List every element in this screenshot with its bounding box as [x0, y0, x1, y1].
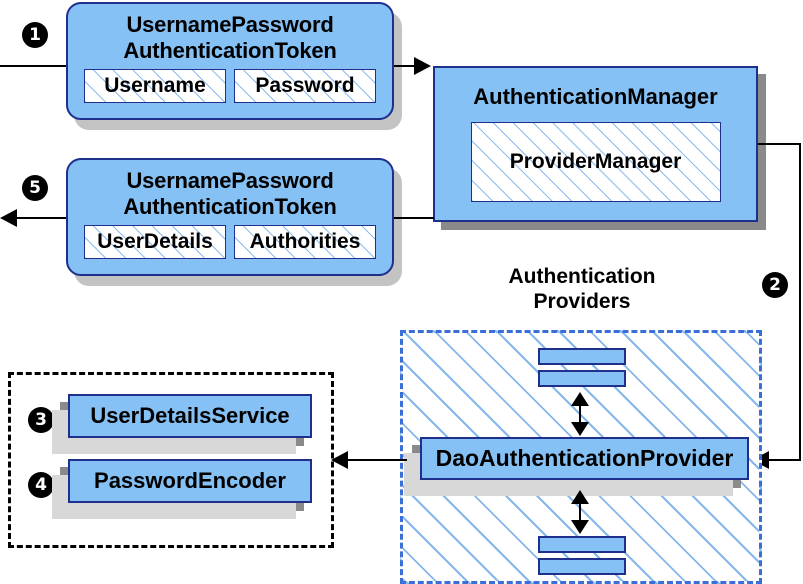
password-encoder-box[interactable]: PasswordEncoder — [68, 459, 312, 503]
response-token-title-line1: UsernamePassword — [126, 168, 334, 193]
authentication-manager-title: AuthenticationManager — [473, 84, 718, 109]
response-token-fields: UserDetails Authorities — [84, 225, 376, 259]
dao-authentication-provider-label: DaoAuthenticationProvider — [435, 445, 734, 471]
provider-link-bottom-line — [579, 498, 581, 524]
response-token-title-line2: AuthenticationToken — [123, 194, 337, 219]
step-badge-5: 5 — [22, 175, 48, 201]
manager-to-response-token-line — [394, 217, 434, 219]
dao-authentication-provider-box[interactable]: DaoAuthenticationProvider — [420, 437, 749, 480]
request-token-title-line2: AuthenticationToken — [123, 38, 337, 63]
provider-to-services-line — [347, 459, 407, 461]
request-token-fields: Username Password — [84, 69, 376, 103]
field-authorities: Authorities — [234, 225, 376, 259]
user-details-service-label: UserDetailsService — [90, 403, 290, 428]
provider-manager-box: ProviderManager — [470, 122, 721, 202]
authentication-providers-heading-line1: Authentication — [508, 265, 656, 288]
field-user-details: UserDetails — [84, 225, 226, 259]
manager-to-provider-line-vertical — [799, 143, 801, 460]
field-password: Password — [234, 69, 376, 103]
authentication-manager-box[interactable]: AuthenticationManager ProviderManager — [433, 66, 758, 222]
response-token-title: UsernamePassword AuthenticationToken — [123, 160, 337, 220]
token-to-manager-arrowhead — [414, 57, 431, 75]
manager-to-provider-line-bottom — [766, 459, 801, 461]
step-badge-2: 2 — [762, 272, 788, 298]
response-token-out-arrowhead — [0, 209, 17, 227]
response-token-box[interactable]: UsernamePassword AuthenticationToken Use… — [66, 158, 394, 276]
provider-bar-top-2 — [538, 370, 626, 387]
provider-to-services-arrowhead — [331, 451, 348, 469]
response-token-out-line — [17, 217, 73, 219]
authentication-providers-heading-line2: Providers — [533, 290, 631, 313]
provider-link-top-line — [579, 400, 581, 426]
token-to-manager-line — [394, 65, 420, 67]
provider-bar-top-1 — [538, 348, 626, 365]
step-badge-1: 1 — [22, 22, 48, 48]
provider-bar-bottom-2 — [538, 558, 626, 575]
request-token-title-line1: UsernamePassword — [126, 12, 334, 37]
manager-to-provider-line-top — [758, 143, 801, 145]
step-badge-3: 3 — [28, 407, 54, 433]
step-badge-4: 4 — [28, 472, 54, 498]
authentication-providers-heading: Authentication Providers — [432, 264, 732, 314]
provider-link-top-arrow-up — [571, 392, 589, 406]
request-token-title: UsernamePassword AuthenticationToken — [123, 4, 337, 64]
support-services-container — [8, 372, 334, 548]
field-username: Username — [84, 69, 226, 103]
provider-link-top-arrow-down — [571, 422, 589, 436]
incoming-request-line — [0, 65, 70, 67]
request-token-box[interactable]: UsernamePassword AuthenticationToken Use… — [66, 2, 394, 120]
provider-link-bottom-arrow-up — [571, 490, 589, 504]
password-encoder-label: PasswordEncoder — [94, 468, 286, 493]
user-details-service-box[interactable]: UserDetailsService — [68, 394, 312, 438]
provider-bar-bottom-1 — [538, 536, 626, 553]
provider-link-bottom-arrow-down — [571, 520, 589, 534]
